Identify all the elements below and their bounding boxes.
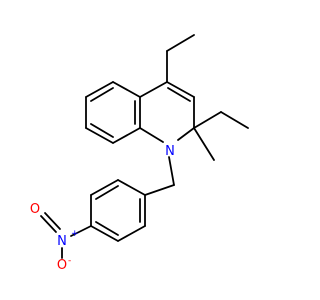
molecule-structure: N N + O O - [30,34,249,273]
atom-label: N [57,234,67,249]
double-bond-inner [90,123,114,138]
atom-label: O [57,258,67,273]
bond [90,225,119,242]
double-bond-inner [95,185,119,200]
bond [70,225,92,237]
bond [40,215,57,233]
bond [112,127,141,144]
bond [85,81,114,98]
bond [44,212,61,230]
charge-label: + [71,229,79,239]
atom-labels: N N + O O - [30,144,175,273]
bond [220,111,249,129]
bond [90,179,119,196]
bond [112,81,141,98]
bond [166,34,195,52]
bond-lines [40,34,249,259]
bond [85,127,114,144]
double-bond-inner [167,87,191,102]
bond [144,184,175,196]
bond [193,111,222,129]
bond [166,81,195,98]
bond [117,225,146,242]
atom-label: O [30,202,40,217]
atom-label: N [165,144,175,159]
bond [117,179,146,196]
bond [139,127,164,143]
double-bond-inner [95,221,119,236]
bond [193,127,215,161]
bond [168,156,175,186]
charge-label: - [68,256,71,266]
bond [177,127,195,141]
double-bond-inner [90,87,114,102]
bond [139,81,168,98]
